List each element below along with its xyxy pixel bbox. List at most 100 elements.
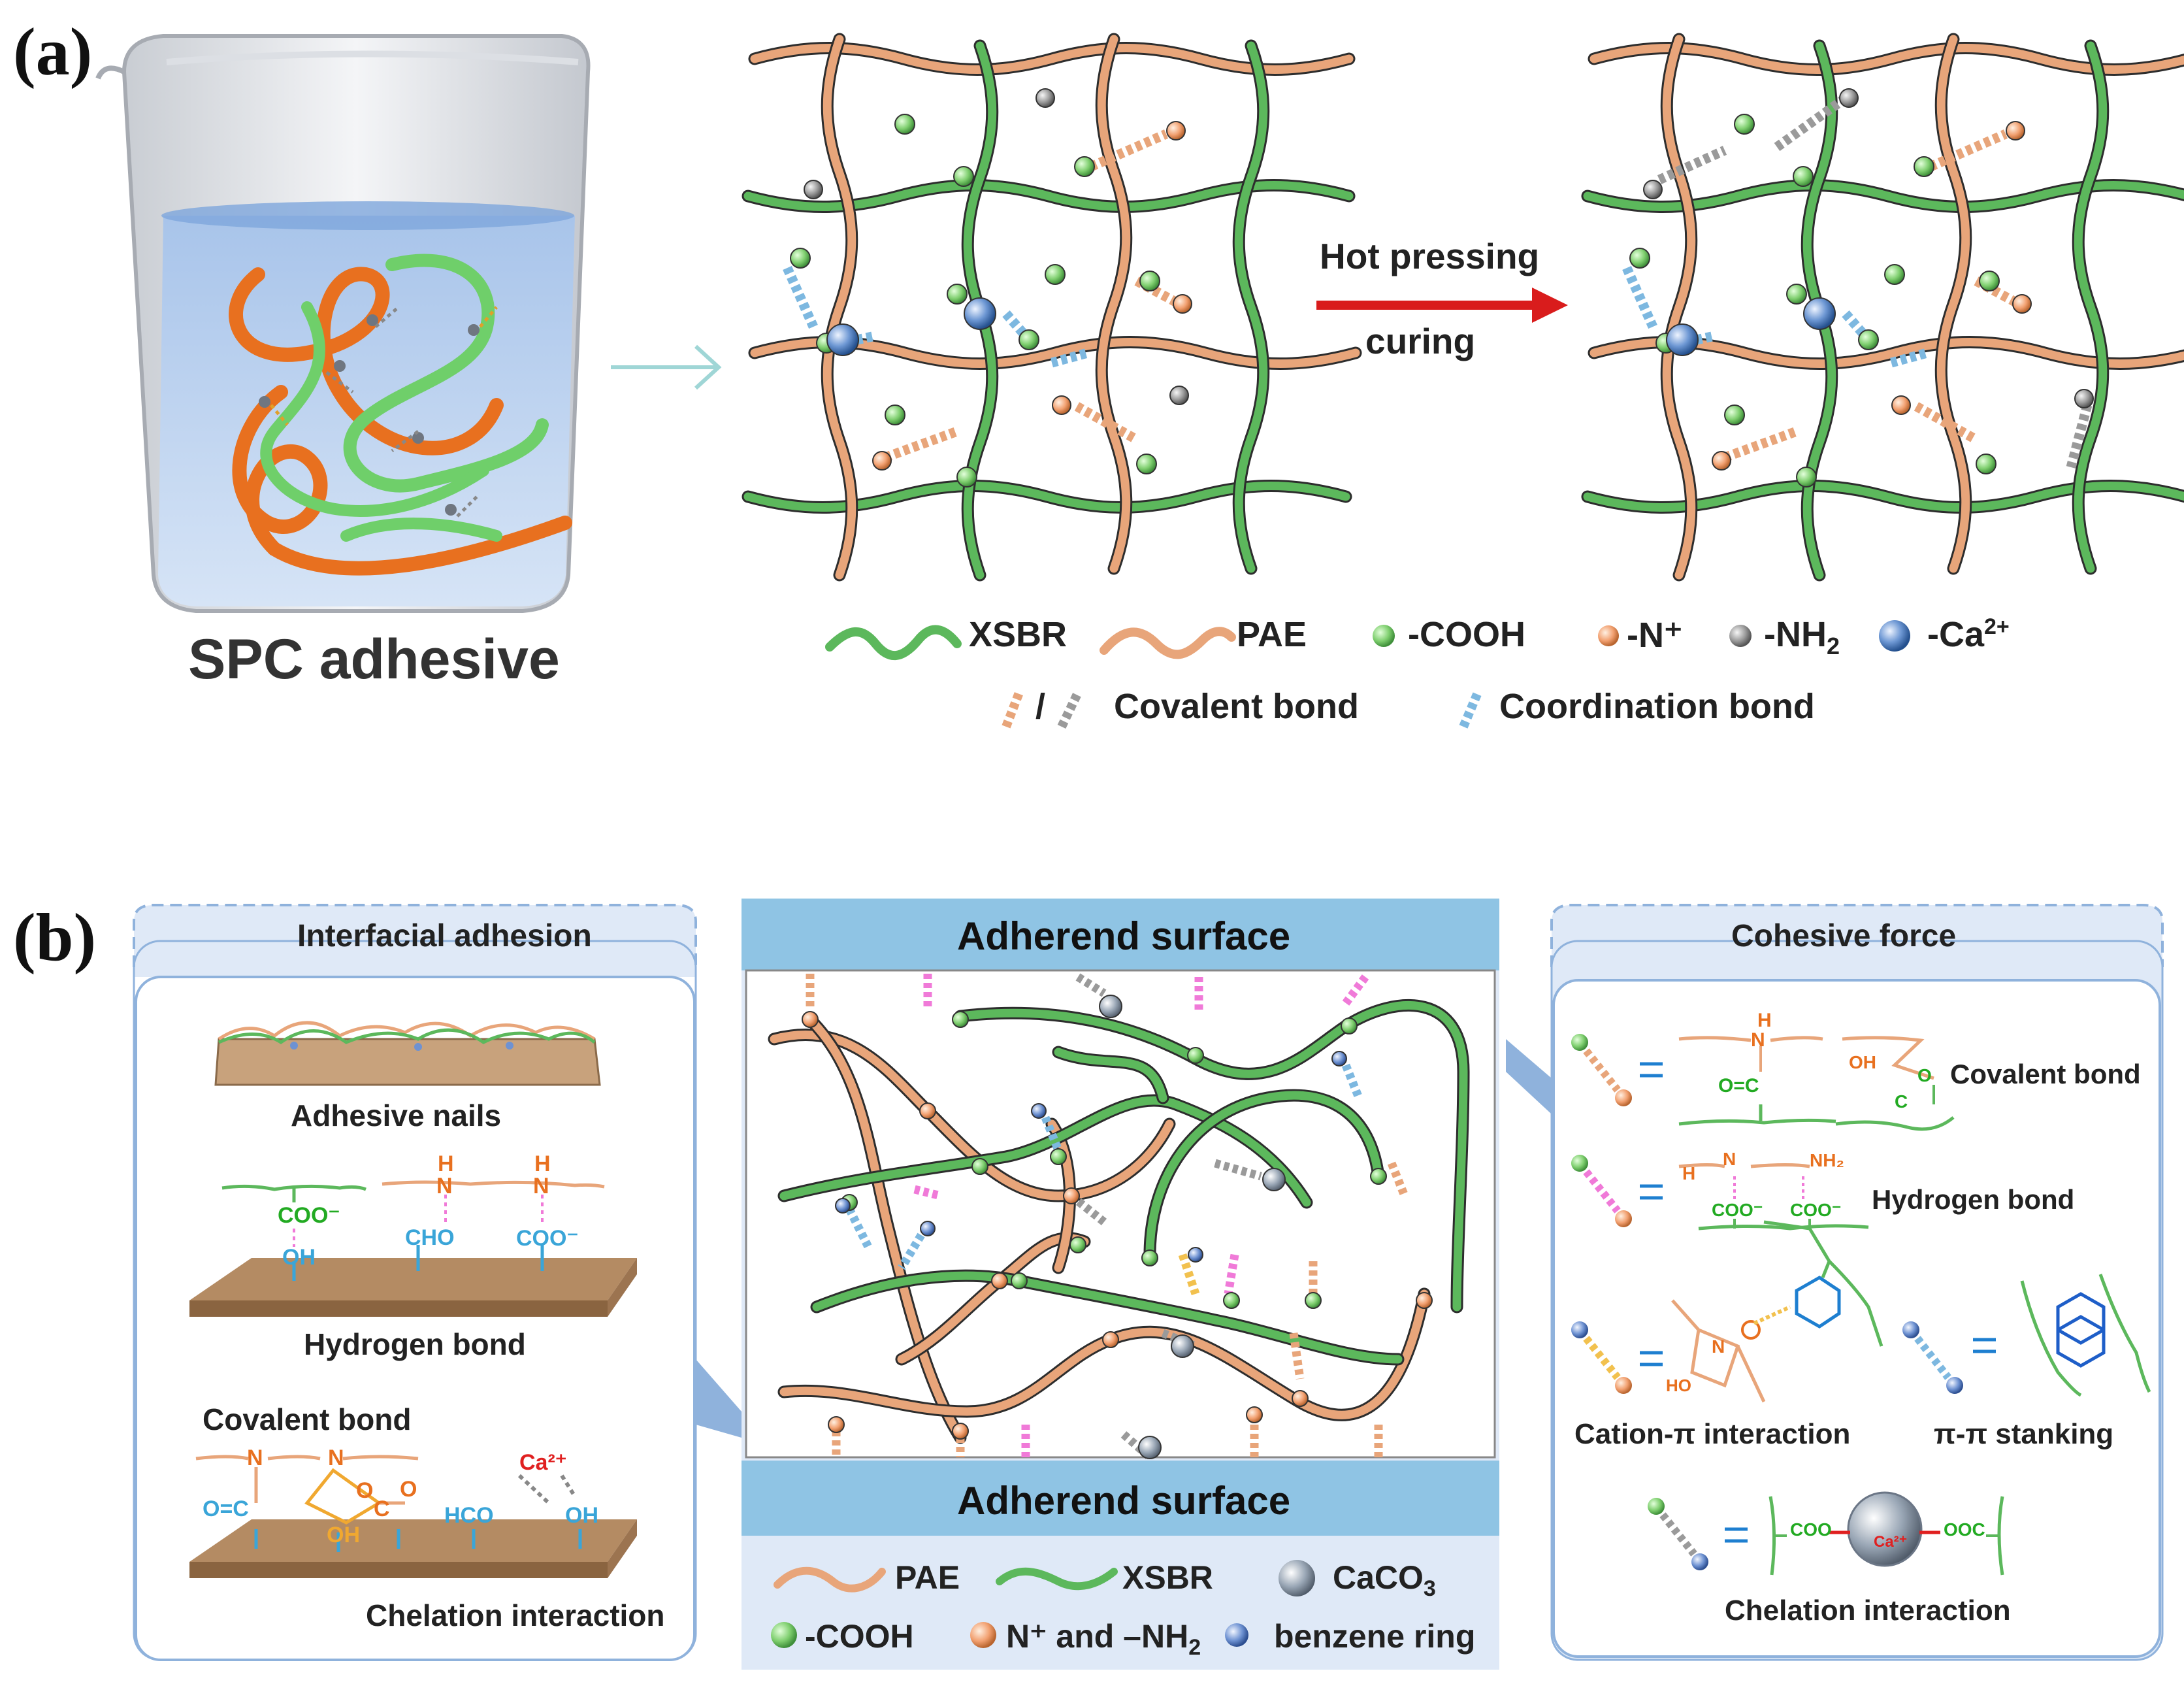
n-nh2-sphere	[1102, 1331, 1119, 1348]
hot-pressing-arrow-icon	[1316, 288, 1568, 323]
nh2-sphere	[1169, 386, 1189, 405]
pae-chain	[806, 1015, 965, 1442]
cooh-sphere	[1370, 1168, 1387, 1185]
chem-cho: CHO	[405, 1225, 455, 1250]
chem-r-ooc: OOC	[1944, 1519, 1985, 1540]
n-plus-sphere	[872, 451, 892, 471]
xsbr-chain	[1145, 1091, 1383, 1259]
xsbr-legend-icon	[996, 1567, 1118, 1591]
pae-legend-icon	[774, 1566, 886, 1593]
coordination-bond	[898, 1232, 925, 1270]
chem-oc-eq: O=C	[203, 1496, 249, 1521]
ca-sphere	[964, 297, 996, 330]
legend-nh2: -NH2	[1764, 615, 1840, 659]
benzene-sphere	[1188, 1247, 1203, 1263]
benzene-sphere	[1031, 1103, 1047, 1119]
covalent-bond	[1072, 401, 1136, 442]
covalent-bond-label: Covalent bond	[203, 1402, 412, 1436]
caco3-sphere	[1138, 1436, 1162, 1459]
chem-n-3: N	[247, 1446, 263, 1470]
nh2-sphere	[804, 180, 823, 199]
chem-r-n3: N	[1712, 1336, 1725, 1357]
n-nh2-sphere	[991, 1272, 1008, 1289]
cooh-sphere	[894, 114, 915, 135]
curing-label: curing	[1365, 321, 1476, 361]
ca-sphere	[826, 323, 859, 356]
ca-sphere	[1666, 323, 1699, 356]
network-before-curing	[742, 33, 1362, 582]
n-nh2-sphere	[919, 1102, 936, 1119]
chelation-interaction-label: Chelation interaction	[366, 1598, 665, 1632]
cooh-sphere	[1223, 1292, 1240, 1309]
legend-a-symbols	[825, 620, 1910, 729]
center-legend-n-nh2: N⁺ and –NH2	[1006, 1618, 1201, 1660]
hot-pressing-label: Hot pressing	[1320, 236, 1540, 276]
xsbr-chain	[2074, 41, 2108, 573]
coordination-bond	[783, 265, 818, 329]
coordination-bond	[1341, 1063, 1363, 1100]
n-plus-sphere	[2012, 294, 2032, 314]
chem-r-c: C	[1895, 1091, 1908, 1112]
covalent-bond-icon	[1002, 690, 1083, 729]
cation-pi-bond	[1178, 1253, 1200, 1296]
legend-covalent: Covalent bond	[1114, 687, 1359, 726]
chem-h-1: H	[438, 1151, 454, 1176]
n-nh2-sphere	[1416, 1292, 1433, 1309]
coordination-bond	[1842, 310, 1872, 343]
covalent-bond	[1289, 1332, 1305, 1380]
cohesive-force-title: Cohesive force	[1731, 919, 1957, 953]
chem-n-1: N	[436, 1174, 453, 1198]
chem-c-ring: C	[374, 1496, 390, 1521]
top-adherend-surface	[742, 899, 1499, 970]
pi-pi-label: π-π stanking	[1934, 1418, 2114, 1450]
benzene-sphere	[1331, 1051, 1347, 1066]
pae-chain-icon	[1100, 627, 1236, 659]
legend-coordination: Coordination bond	[1499, 687, 1815, 726]
cooh-sphere	[1793, 166, 1814, 187]
ca-sphere	[1803, 297, 1836, 330]
center-legend-caco3: CaCO3	[1333, 1559, 1436, 1601]
pae-chain	[1097, 35, 1131, 573]
cooh-sphere	[1734, 114, 1755, 135]
n-plus-sphere	[1166, 121, 1186, 140]
pae-chain	[1589, 44, 2184, 74]
legend-covalent-sep: /	[1035, 687, 1046, 726]
cooh-sphere	[953, 166, 974, 187]
n-nh2-legend-icon	[970, 1622, 996, 1648]
covalent-bond	[1929, 129, 2008, 171]
coordination-bond	[1051, 348, 1089, 368]
covalent-bond-grey	[1068, 1192, 1107, 1226]
chem-coo-minus: COO⁻	[278, 1203, 340, 1228]
connector-right	[1506, 1039, 1552, 1114]
cooh-sphere	[1976, 454, 1997, 474]
covalent-bond-right-label: Covalent bond	[1950, 1059, 2141, 1089]
ca-sphere-icon	[1879, 620, 1910, 652]
interfacial-adhesion-box	[133, 904, 697, 1661]
xsbr-chain-icon	[825, 625, 962, 661]
xsbr-chain	[1234, 41, 1268, 573]
n-plus-sphere	[1712, 451, 1731, 471]
chem-ca2: Ca²⁺	[519, 1450, 567, 1475]
legend-n-plus: -N⁺	[1627, 616, 1683, 655]
chem-n-4: N	[328, 1446, 344, 1470]
nh2-sphere-icon	[1729, 625, 1752, 647]
covalent-bond-grey	[1774, 93, 1849, 152]
chelation-right-label: Chelation interaction	[1725, 1595, 2011, 1627]
n-nh2-sphere	[1246, 1406, 1263, 1423]
chem-oh-2: OH	[565, 1503, 598, 1528]
benzene-legend-icon	[1225, 1623, 1248, 1647]
cohesive-force-box	[1550, 904, 2164, 1661]
caco3-sphere	[1171, 1334, 1194, 1358]
chem-coo-minus-2: COO⁻	[516, 1226, 579, 1251]
thin-arrow-icon	[611, 344, 722, 390]
interfacial-adhesion-title: Interfacial adhesion	[297, 919, 592, 953]
n-nh2-sphere	[802, 1011, 819, 1028]
covalent-bond	[1912, 401, 1976, 442]
chem-hco: HCO	[444, 1503, 494, 1528]
chem-o-ring: O	[356, 1478, 374, 1503]
panel-label-b: (b)	[13, 900, 97, 975]
center-legend-pae: PAE	[895, 1559, 960, 1596]
chem-o-ring-2: O	[400, 1477, 417, 1502]
